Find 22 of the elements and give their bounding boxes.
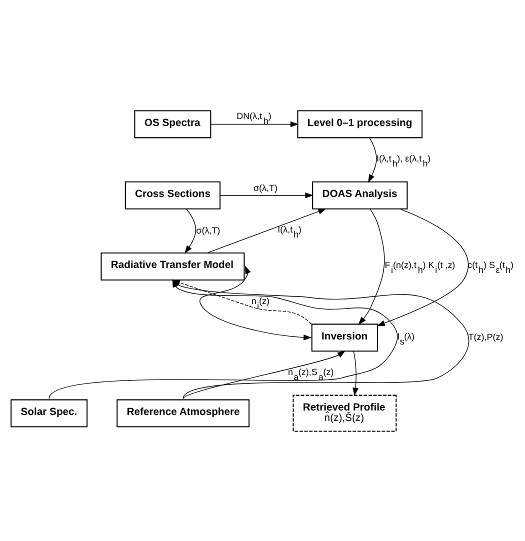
- node-box: DOAS Analysis: [312, 180, 408, 209]
- node-box: Cross Sections: [124, 180, 221, 209]
- edge-label: σ(λ,T): [254, 182, 278, 192]
- edge-label: σ(λ,T): [196, 224, 220, 235]
- node-box: Reference Atmosphere: [116, 398, 250, 427]
- node-box: Retrieved Profile n̂(z),Ŝ(z): [292, 394, 397, 432]
- arrow: [220, 192, 314, 198]
- node-box: Inversion: [311, 323, 378, 352]
- arrow: [200, 265, 312, 340]
- edge-label: T(z),P(z): [468, 332, 504, 342]
- arrow: [210, 120, 299, 127]
- arrow: [358, 208, 385, 324]
- arrow: [184, 208, 196, 254]
- arrow: [352, 350, 358, 396]
- arrow: [376, 208, 469, 326]
- node-box: Solar Spec.: [10, 398, 88, 427]
- arrow: [368, 137, 377, 182]
- node-box: Level 0–1 processing: [297, 110, 423, 138]
- arrow: [206, 208, 327, 253]
- arrow: [182, 350, 346, 399]
- node-box: Radiative Transfer Model: [100, 252, 245, 280]
- node-box: OS Spectra: [134, 110, 212, 138]
